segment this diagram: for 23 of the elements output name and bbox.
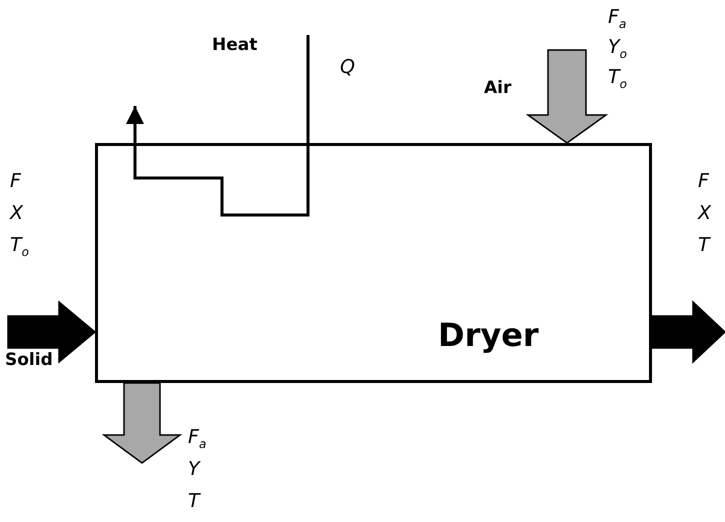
stream-variable: T$_{o}$ [10,236,29,258]
flow-arrow [102,382,182,464]
stream-variable: F [10,172,21,191]
heating-coil-line [126,35,310,216]
stream-variable: T [698,236,710,255]
unit-name: Dryer [438,316,539,354]
stream-variable: F$_{a}$ [188,428,206,450]
flow-arrow [651,300,725,364]
flow-arrow [526,49,608,144]
dryer-box [95,143,652,383]
stream-variable: X [698,204,712,223]
stream-variable: X [10,204,24,223]
stream-name: Air [484,80,512,97]
heat-label: Heat [212,35,258,55]
stream-variable: T [188,492,200,511]
stream-variable: F [698,172,709,191]
stream-variable: Q [340,58,355,77]
stream-variable: Y [188,460,200,479]
stream-variable: F$_{a}$ [608,8,626,30]
flow-arrow [7,300,96,364]
stream-variable: T$_{o}$ [608,68,627,90]
stream-name: Solid [5,352,53,369]
stream-variable: Y$_{o}$ [608,38,627,60]
